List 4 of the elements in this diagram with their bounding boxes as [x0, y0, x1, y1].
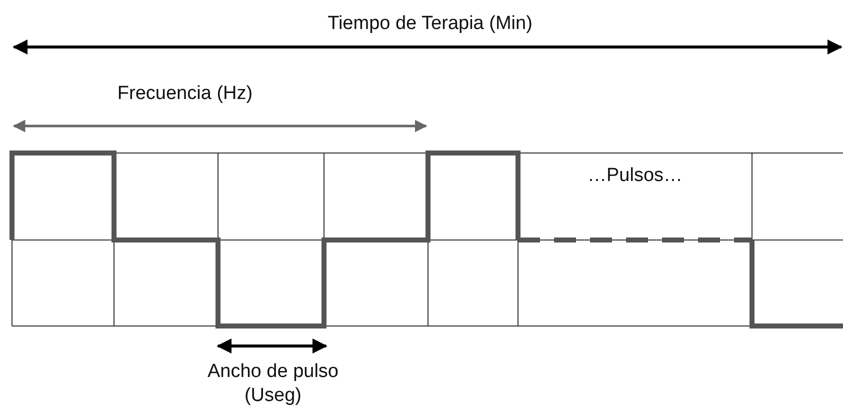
dimension-label: Frecuencia (Hz) — [116, 82, 254, 106]
dimension-label: Ancho de pulso (Useg) — [206, 360, 340, 408]
dimension-label: Tiempo de Terapia (Min) — [326, 12, 534, 36]
annotation-text: …Pulsos… — [586, 164, 684, 188]
